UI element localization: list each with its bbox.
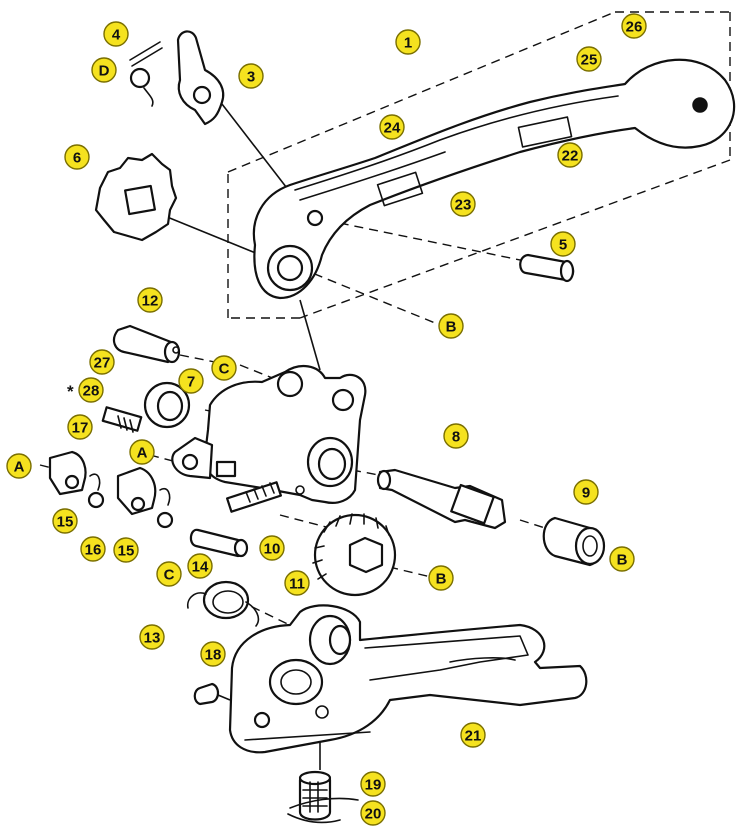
callout-11: 11 [284, 570, 310, 596]
handle-assembly-frame [227, 11, 731, 319]
callout-26: 26 [621, 13, 647, 39]
svg-text:A: A [137, 445, 148, 462]
set-screw-28 [101, 406, 143, 433]
callout-6: 6 [64, 144, 90, 170]
svg-text:8: 8 [452, 429, 460, 446]
callout-D: D [91, 57, 117, 83]
pin-18 [193, 682, 220, 706]
svg-text:15: 15 [118, 543, 135, 560]
svg-text:1: 1 [404, 35, 412, 52]
callout-19: 19 [360, 771, 386, 797]
sleeve-9 [542, 516, 606, 567]
pin-5 [519, 253, 575, 283]
svg-text:25: 25 [581, 52, 598, 69]
callout-1: 1 [395, 29, 421, 55]
bushing-27 [143, 381, 191, 429]
pawl-16 [116, 466, 171, 516]
svg-text:B: B [446, 319, 457, 336]
svg-text:22: 22 [562, 148, 579, 165]
callout-24: 24 [379, 114, 405, 140]
svg-text:D: D [99, 63, 110, 80]
svg-text:9: 9 [582, 485, 590, 502]
washer-15-left [87, 491, 105, 509]
spring-pin [129, 41, 163, 107]
callout-25: 25 [576, 46, 602, 72]
svg-text:12: 12 [142, 293, 159, 310]
callout-5: 5 [550, 231, 576, 257]
svg-text:16: 16 [85, 542, 102, 559]
callout-21: 21 [460, 722, 486, 748]
callout-27: 27 [89, 349, 115, 375]
svg-text:7: 7 [187, 374, 195, 391]
svg-text:26: 26 [626, 19, 643, 36]
callout-B-top: B [438, 313, 464, 339]
svg-text:6: 6 [73, 150, 81, 167]
svg-text:23: 23 [455, 197, 472, 214]
callout-A-mid: A [129, 439, 155, 465]
callout-10: 10 [259, 535, 285, 561]
callout-8: 8 [443, 423, 469, 449]
torsion-spring-13 [186, 580, 260, 627]
svg-text:15: 15 [57, 514, 74, 531]
svg-text:14: 14 [192, 559, 209, 576]
handle-lever [252, 58, 736, 300]
main-housing [171, 364, 367, 504]
svg-text:20: 20 [365, 806, 382, 823]
gripper-19 [298, 770, 332, 821]
callout-B-right: B [609, 546, 635, 572]
svg-text:A: A [14, 459, 25, 476]
callout-12: 12 [137, 287, 163, 313]
svg-text:C: C [219, 361, 230, 378]
callout-16: 16 [80, 536, 106, 562]
callout-18: 18 [200, 641, 226, 667]
callout-22: 22 [557, 142, 583, 168]
shaft-8 [376, 468, 507, 530]
spring-clip-20 [287, 797, 359, 824]
svg-text:3: 3 [247, 69, 255, 86]
callout-17: 17 [67, 414, 93, 440]
svg-text:10: 10 [264, 541, 281, 558]
callout-14: 14 [187, 553, 213, 579]
pawl-plate [176, 30, 225, 126]
callout-7: 7 [178, 368, 204, 394]
svg-text:B: B [436, 571, 447, 588]
callout-28: 28 [78, 377, 104, 403]
knurled-nut-11 [312, 513, 397, 597]
svg-text:13: 13 [144, 630, 161, 647]
washer-15-right [156, 511, 174, 529]
callout-9: 9 [573, 479, 599, 505]
svg-text:21: 21 [465, 728, 482, 745]
pin-12 [112, 324, 181, 364]
svg-text:B: B [617, 552, 628, 569]
svg-text:24: 24 [384, 120, 401, 137]
base-lever-21 [228, 604, 588, 754]
svg-text:19: 19 [365, 777, 382, 794]
callout-13: 13 [139, 624, 165, 650]
pawl-17 [48, 450, 101, 496]
svg-text:18: 18 [205, 647, 222, 664]
pin-14 [189, 528, 249, 558]
callout-C-lower: C [156, 561, 182, 587]
callout-15-right: 15 [113, 537, 139, 563]
gear-wheel [94, 152, 178, 242]
svg-text:28: 28 [83, 383, 100, 400]
callout-4: 4 [103, 21, 129, 47]
svg-text:11: 11 [289, 576, 305, 593]
threaded-screw-10 [226, 481, 282, 513]
callout-15-left: 15 [52, 508, 78, 534]
callout-A-left: A [6, 453, 32, 479]
callout-20: 20 [360, 800, 386, 826]
svg-text:27: 27 [94, 355, 111, 372]
callout-3: 3 [238, 63, 264, 89]
svg-text:4: 4 [112, 27, 121, 44]
callout-23: 23 [450, 191, 476, 217]
asterisk-mark: * [67, 382, 74, 401]
svg-text:C: C [164, 567, 175, 584]
svg-text:17: 17 [72, 420, 89, 437]
callout-C-upper: C [211, 355, 237, 381]
callout-B-mid: B [428, 565, 454, 591]
svg-text:5: 5 [559, 237, 567, 254]
